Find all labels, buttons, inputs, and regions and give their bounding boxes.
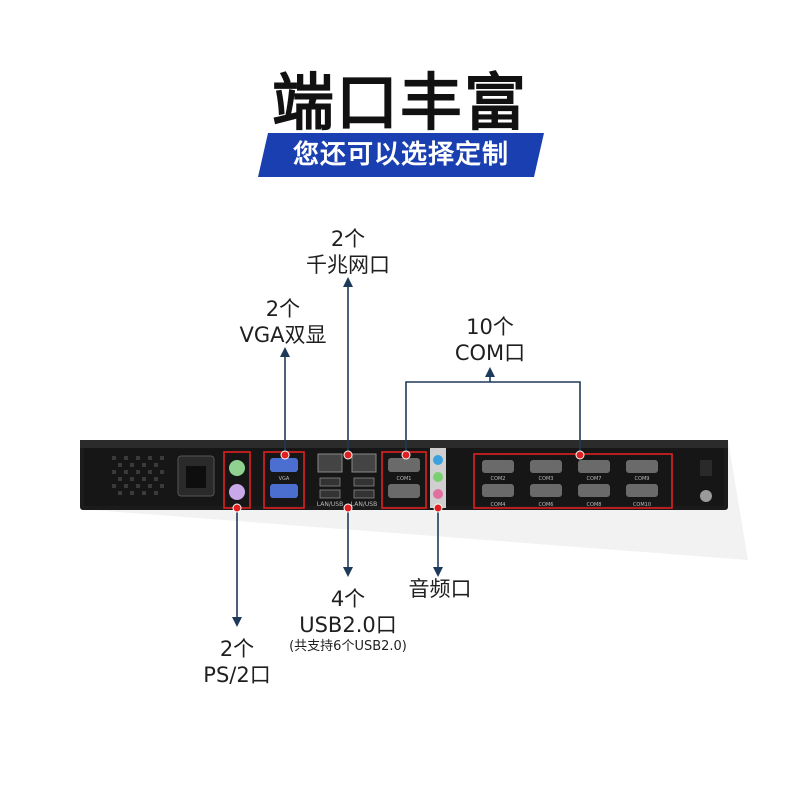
vga-name: VGA双显 xyxy=(239,323,327,347)
audio-ports xyxy=(430,448,446,508)
usb-note: (共支持6个USB2.0) xyxy=(289,639,407,654)
com-name: COM口 xyxy=(454,341,526,365)
vent-hole xyxy=(148,456,152,460)
usb-name: USB2.0口 xyxy=(299,613,397,637)
lan-usb-right-label: LAN/USB xyxy=(351,501,377,508)
vga-label: VGA xyxy=(279,476,290,482)
vent-grid xyxy=(112,456,164,495)
vent-hole xyxy=(136,484,140,488)
vent-hole xyxy=(160,456,164,460)
banner-text: 您还可以选择定制 xyxy=(292,140,509,170)
usb-count: 4个 xyxy=(330,587,366,611)
vent-hole xyxy=(154,491,158,495)
com-connector-label: COM2 xyxy=(491,476,506,482)
vga-count: 2个 xyxy=(265,297,301,321)
lan-usb-ports: LAN/USB LAN/USB xyxy=(317,453,377,508)
lan-usb-left-label: LAN/USB xyxy=(317,501,343,508)
vent-hole xyxy=(142,491,146,495)
com-connector-label: COM9 xyxy=(635,476,650,482)
com-connector xyxy=(626,460,658,473)
vent-hole xyxy=(124,470,128,474)
power-socket xyxy=(177,455,215,497)
vent-hole xyxy=(118,463,122,467)
vent-hole xyxy=(142,477,146,481)
vent-hole xyxy=(148,470,152,474)
ps2-name: PS/2口 xyxy=(203,663,271,687)
lan-count: 2个 xyxy=(330,227,366,251)
com1-label: COM1 xyxy=(397,476,412,482)
callout-lines xyxy=(232,277,581,627)
audio-name: 音频口 xyxy=(408,577,472,601)
com-connector-label: COM6 xyxy=(539,502,554,508)
vent-hole xyxy=(112,456,116,460)
ps2-count: 2个 xyxy=(219,637,255,661)
com-callout: 10个 COM口 xyxy=(455,314,525,366)
vent-hole xyxy=(148,484,152,488)
vent-hole xyxy=(118,477,122,481)
ground-screw xyxy=(700,460,712,502)
com-connector-label: COM10 xyxy=(633,502,651,508)
com-connector xyxy=(626,484,658,497)
com-connector xyxy=(482,460,514,473)
vent-hole xyxy=(130,491,134,495)
vent-hole xyxy=(118,491,122,495)
vent-hole xyxy=(154,463,158,467)
vent-hole xyxy=(142,463,146,467)
vent-hole xyxy=(136,456,140,460)
vent-hole xyxy=(112,470,116,474)
com1-port: COM1 xyxy=(381,451,427,509)
ps2-callout: 2个 PS/2口 xyxy=(203,636,270,688)
subtitle-banner: 您还可以选择定制 xyxy=(258,133,544,177)
vga-callout: 2个 VGA双显 xyxy=(239,296,326,348)
vent-hole xyxy=(130,463,134,467)
ps2-ports xyxy=(223,451,251,509)
lan-callout: 2个 千兆网口 xyxy=(306,226,390,278)
banner-shape xyxy=(258,133,544,177)
com-connector-label: COM7 xyxy=(587,476,602,482)
com-connector xyxy=(482,484,514,497)
com-connector xyxy=(530,460,562,473)
page-title: 端口丰富 xyxy=(271,66,528,139)
com-connector-label: COM3 xyxy=(539,476,554,482)
vent-hole xyxy=(124,484,128,488)
vent-hole xyxy=(154,477,158,481)
vent-hole xyxy=(136,470,140,474)
lan-name: 千兆网口 xyxy=(306,253,390,277)
vent-hole xyxy=(124,456,128,460)
audio-callout: 音频口 xyxy=(409,576,472,602)
com-connector-label: COM8 xyxy=(587,502,602,508)
com-bracket xyxy=(405,381,581,455)
anchor-dots xyxy=(232,450,585,513)
com-connector xyxy=(530,484,562,497)
com-connector xyxy=(578,460,610,473)
com-connector-label: COM4 xyxy=(491,502,506,508)
vga-ports: VGA xyxy=(263,451,305,509)
com-count: 10个 xyxy=(466,315,514,339)
vent-hole xyxy=(160,470,164,474)
vent-hole xyxy=(130,477,134,481)
vent-hole xyxy=(112,484,116,488)
usb-callout: 4个 USB2.0口 (共支持6个USB2.0) xyxy=(289,586,407,656)
vent-hole xyxy=(160,484,164,488)
com-connector xyxy=(578,484,610,497)
